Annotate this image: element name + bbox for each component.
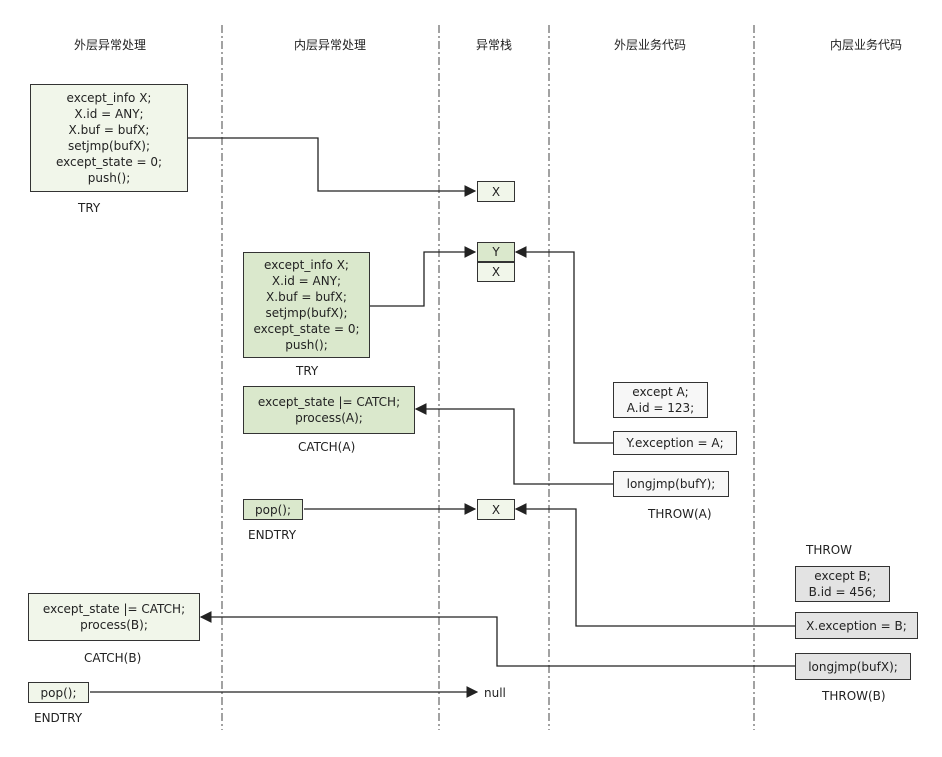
code-line: push();	[285, 338, 328, 352]
outer-try-label: TRY	[78, 201, 101, 215]
stack-entry-x: X	[477, 262, 515, 282]
inner-try-label: TRY	[296, 364, 319, 378]
code-line: setjmp(bufX);	[67, 139, 151, 153]
code-line: X.id = ANY;	[74, 107, 144, 121]
column-title-inner-code: 内层业务代码	[829, 38, 903, 52]
throw-b-title: THROW	[806, 543, 853, 557]
column-title-stack: 异常栈	[475, 38, 513, 52]
code-line: longjmp(bufX);	[808, 659, 898, 674]
code-line: B.id = 456;	[808, 585, 877, 599]
outer-try-box: except_info X; X.id = ANY; X.buf = bufX;…	[30, 84, 188, 192]
stack-entry-text: X	[491, 265, 501, 279]
inner-catch-label: CATCH(A)	[298, 440, 356, 454]
code-line: A.id = 123;	[626, 401, 695, 415]
stack-entry-x: X	[477, 499, 515, 520]
code-line: X.buf = bufX;	[68, 123, 150, 137]
code-line: X.buf = bufX;	[266, 290, 347, 304]
throw-b-jump-box: longjmp(bufX);	[795, 653, 911, 680]
outer-endtry-box: pop();	[28, 682, 89, 703]
code-line: except_state = 0;	[55, 155, 163, 169]
throw-b-assign-box: X.exception = B;	[795, 612, 918, 639]
code-line: X.exception = B;	[806, 618, 907, 633]
inner-try-box: except_info X; X.id = ANY; X.buf = bufX;…	[243, 252, 370, 358]
connector-inner-try-to-stack	[370, 246, 477, 307]
connector-throw-b-assign-to-stack	[514, 503, 795, 627]
code-line: except_info X;	[66, 91, 152, 105]
stack-entry-y: Y	[477, 242, 515, 262]
outer-catch-label: CATCH(B)	[84, 651, 142, 665]
code-line: process(B);	[80, 618, 148, 632]
code-line: Y.exception = A;	[626, 436, 724, 450]
throw-a-label: THROW(A)	[648, 507, 712, 521]
code-line: except A;	[632, 385, 689, 399]
code-line: except B;	[814, 569, 871, 583]
inner-endtry-box: pop();	[243, 499, 303, 520]
stack-entry-text: Y	[492, 245, 500, 259]
outer-endtry-label: ENDTRY	[34, 711, 83, 725]
code-line: process(A);	[295, 411, 363, 425]
stack-entry-x: X	[477, 181, 515, 202]
stack-null: null	[484, 686, 506, 700]
code-line: push();	[87, 171, 131, 185]
stack-entry-text: X	[491, 184, 501, 199]
column-title-outer-code: 外层业务代码	[613, 38, 687, 52]
throw-b-decl-box: except B; B.id = 456;	[795, 566, 890, 602]
code-line: longjmp(bufY);	[626, 477, 716, 491]
stack-entry-text: X	[491, 502, 501, 517]
inner-endtry-label: ENDTRY	[248, 528, 297, 542]
inner-catch-box: except_state |= CATCH; process(A);	[243, 386, 415, 434]
code-line: pop();	[40, 685, 77, 700]
throw-a-assign-box: Y.exception = A;	[613, 431, 737, 455]
code-line: X.id = ANY;	[271, 274, 342, 288]
code-line: setjmp(bufX);	[265, 306, 348, 320]
connector-outer-try-to-stack	[188, 137, 477, 197]
code-line: except_state = 0;	[253, 322, 360, 336]
connector-throw-a-jump-to-catch	[414, 403, 613, 485]
throw-a-decl-box: except A; A.id = 123;	[613, 382, 708, 418]
throw-b-label: THROW(B)	[822, 689, 886, 703]
code-line: pop();	[255, 502, 291, 517]
code-line: except_state |= CATCH;	[257, 395, 401, 409]
code-line: except_state |= CATCH;	[42, 602, 186, 616]
column-title-inner-handler: 内层异常处理	[293, 38, 367, 52]
code-line: except_info X;	[264, 258, 349, 272]
column-title-outer-handler: 外层异常处理	[73, 38, 147, 52]
connector-throw-a-assign-to-stack	[514, 246, 613, 444]
connector-throw-b-jump-to-catch	[199, 611, 795, 667]
throw-a-jump-box: longjmp(bufY);	[613, 471, 729, 497]
outer-catch-box: except_state |= CATCH; process(B);	[28, 593, 200, 641]
